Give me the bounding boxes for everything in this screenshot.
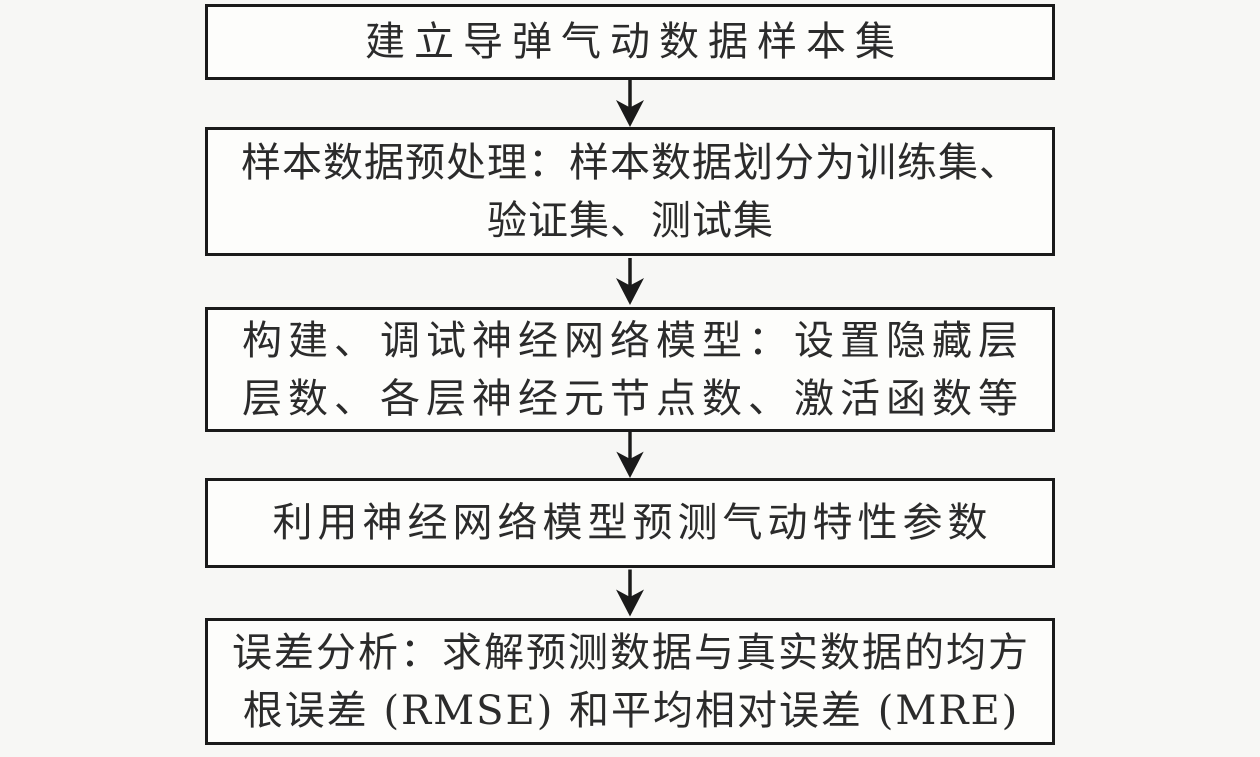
flow-step-3-box: 构建、调试神经网络模型：设置隐藏层 层数、各层神经元节点数、激活函数等 <box>205 307 1055 432</box>
flow-step-5-text-line-1: 误差分析：求解预测数据与真实数据的均方 <box>232 629 1030 676</box>
flow-step-5-box: 误差分析：求解预测数据与真实数据的均方 根误差 (RMSE) 和平均相对误差 (… <box>205 618 1055 745</box>
flow-step-2-text-line-1: 样本数据预处理：样本数据划分为训练集、 <box>241 139 1020 186</box>
arrow-down-icon <box>612 80 648 127</box>
arrow-down-icon <box>612 568 648 618</box>
arrow-down-icon <box>612 432 648 478</box>
flow-step-5-text-line-2: 根误差 (RMSE) 和平均相对误差 (MRE) <box>242 687 1020 734</box>
flow-step-1-box: 建立导弹气动数据样本集 <box>205 4 1055 80</box>
flow-step-2-text-line-2: 验证集、测试集 <box>487 197 774 244</box>
flow-step-3-text-line-1: 构建、调试神经网络模型：设置隐藏层 <box>242 317 1024 364</box>
arrow-down-icon <box>612 256 648 307</box>
flow-step-2-box: 样本数据预处理：样本数据划分为训练集、 验证集、测试集 <box>205 127 1055 256</box>
flow-step-4-box: 利用神经网络模型预测气动特性参数 <box>205 478 1055 568</box>
flow-step-3-text-line-2: 层数、各层神经元节点数、激活函数等 <box>242 375 1024 422</box>
flow-step-1-text: 建立导弹气动数据样本集 <box>365 19 904 65</box>
flow-step-4-text: 利用神经网络模型预测气动特性参数 <box>272 500 993 546</box>
